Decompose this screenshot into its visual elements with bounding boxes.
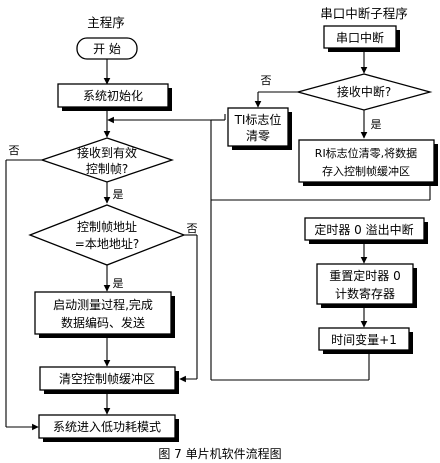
clear-buffer-label: 清空控制帧缓冲区 bbox=[59, 371, 155, 386]
timer-entry-box: 定时器 0 溢出中断 bbox=[304, 217, 428, 244]
ti-clear-line2: 清零 bbox=[246, 129, 270, 143]
figure-caption: 图 7 单片机软件流程图 bbox=[158, 446, 281, 461]
ti-clear-box: TI标志位 清零 bbox=[227, 107, 292, 150]
measure-line2: 数据编码、发送 bbox=[61, 315, 145, 330]
uart-decision-yes: 是 bbox=[371, 118, 382, 131]
uart-decision-receive: 接收中断? bbox=[295, 73, 433, 111]
decision-valid-frame-line2: 控制帧? bbox=[86, 162, 128, 176]
low-power-label: 系统进入低功耗模式 bbox=[53, 420, 161, 434]
decision-address-match-no: 否 bbox=[187, 222, 198, 235]
decision-valid-frame: 接收到有效 控制帧? bbox=[39, 137, 175, 183]
ti-clear-line1: TI标志位 bbox=[234, 112, 282, 127]
measure-line1: 启动测量过程,完成 bbox=[53, 297, 153, 312]
timer-reset-line2: 计数寄存器 bbox=[335, 286, 395, 301]
timer-entry-label: 定时器 0 溢出中断 bbox=[314, 222, 413, 237]
decision-address-match-line1: 控制帧地址 bbox=[77, 220, 137, 234]
ri-clear-line2: 存入控制帧缓冲区 bbox=[322, 164, 410, 178]
start-terminal: 开 始 bbox=[76, 37, 138, 60]
decision-valid-frame-line1: 接收到有效 bbox=[77, 145, 137, 160]
main-program-title: 主程序 bbox=[87, 15, 125, 30]
init-label: 系统初始化 bbox=[83, 89, 143, 103]
init-box: 系统初始化 bbox=[57, 83, 172, 111]
timer-reset-line1: 重置定时器 0 bbox=[329, 268, 400, 283]
start-label: 开 始 bbox=[93, 42, 121, 56]
uart-isr-title: 串口中断子程序 bbox=[320, 6, 408, 21]
uart-decision-no: 否 bbox=[261, 74, 272, 87]
low-power-box: 系统进入低功耗模式 bbox=[38, 414, 179, 442]
clear-buffer-box: 清空控制帧缓冲区 bbox=[39, 366, 179, 394]
decision-valid-frame-yes: 是 bbox=[113, 188, 124, 201]
measure-box: 启动测量过程,完成 数据编码、发送 bbox=[34, 291, 175, 338]
time-increment-label: 时间变量+1 bbox=[331, 332, 397, 347]
time-increment-box: 时间变量+1 bbox=[318, 327, 413, 354]
decision-address-match-line2: =本地地址? bbox=[75, 237, 139, 251]
uart-entry-label: 串口中断 bbox=[336, 30, 384, 45]
ri-clear-box: RI标志位清零,将数据 存入控制帧缓冲区 bbox=[298, 139, 438, 186]
ri-clear-line1: RI标志位清零,将数据 bbox=[315, 146, 417, 160]
decision-address-match-yes: 是 bbox=[113, 277, 124, 290]
decision-address-match: 控制帧地址 =本地地址? bbox=[28, 204, 186, 266]
uart-entry-box: 串口中断 bbox=[323, 25, 400, 52]
timer-reset-box: 重置定时器 0 计数寄存器 bbox=[316, 263, 417, 308]
uart-decision-label: 接收中断? bbox=[337, 84, 391, 99]
decision-valid-frame-no: 否 bbox=[9, 144, 20, 157]
